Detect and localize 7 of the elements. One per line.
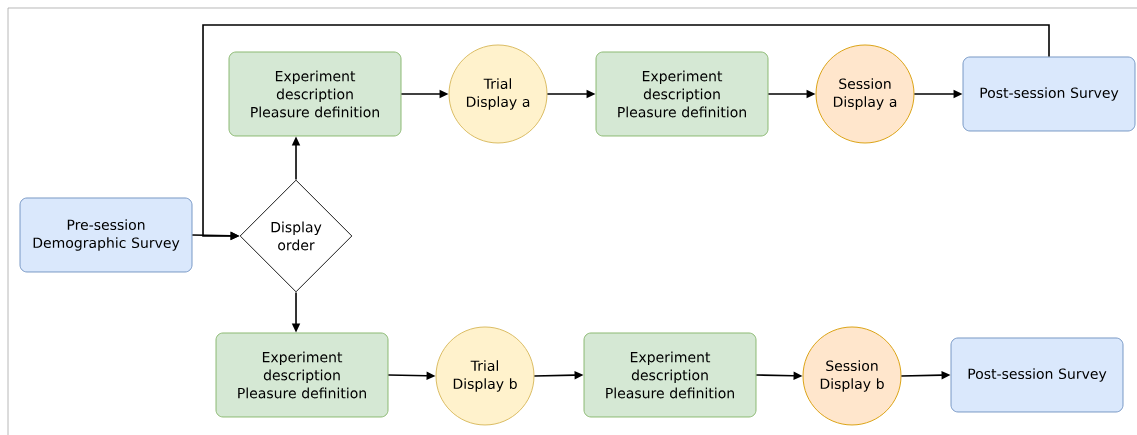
process-box: Experiment description Pleasure definition — [583, 332, 757, 418]
process-box: Pre-session Demographic Survey — [19, 197, 193, 273]
process-box: Experiment description Pleasure definition — [215, 332, 389, 418]
process-box: Experiment description Pleasure definition — [595, 51, 769, 137]
process-box: Post-session Survey — [950, 337, 1124, 413]
process-box: Experiment description Pleasure definition — [228, 51, 402, 137]
process-box: Post-session Survey — [962, 56, 1136, 132]
